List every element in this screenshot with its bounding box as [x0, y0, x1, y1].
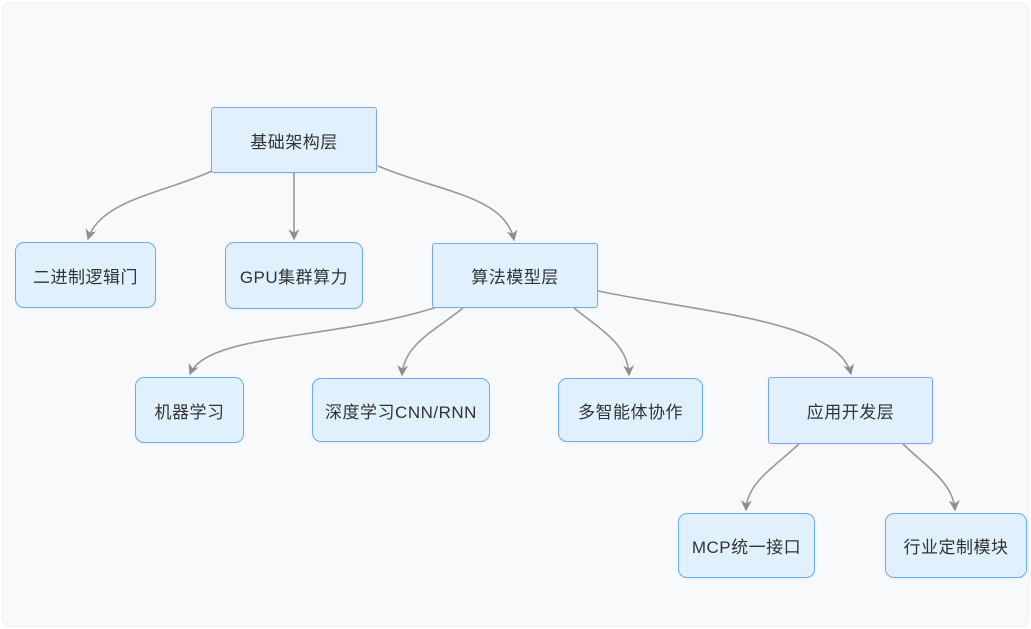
node-label: GPU集群算力	[239, 268, 349, 287]
node-foundation-architecture-layer[interactable]: 基础架构层	[211, 107, 377, 173]
edge-algorithm-model-to-machine-learning	[188, 306, 438, 376]
node-label: 二进制逻辑门	[33, 267, 138, 287]
node-deep-learning-cnn-rnn[interactable]: 深度学习CNN/RNN	[312, 378, 490, 442]
node-multi-agent-collaboration[interactable]: 多智能体协作	[558, 378, 703, 442]
edge-algorithm-model-to-deep-learning	[397, 307, 464, 377]
edge-root-to-algorithm-model	[377, 165, 518, 242]
edge-app-dev-to-industry-module	[902, 443, 960, 512]
node-label: 基础架构层	[250, 132, 338, 152]
node-industry-custom-module[interactable]: 行业定制模块	[885, 513, 1027, 578]
node-label: MCP统一接口	[691, 538, 802, 557]
node-application-development-layer[interactable]: 应用开发层	[768, 377, 933, 444]
node-mcp-unified-interface[interactable]: MCP统一接口	[678, 513, 815, 578]
node-label: 算法模型层	[471, 268, 559, 287]
node-label: 多智能体协作	[578, 402, 683, 422]
node-binary-logic-gate[interactable]: 二进制逻辑门	[15, 242, 156, 308]
node-gpu-cluster-compute[interactable]: GPU集群算力	[225, 242, 363, 309]
node-machine-learning[interactable]: 机器学习	[135, 377, 244, 443]
edge-algorithm-model-to-app-dev	[597, 290, 855, 376]
node-label: 应用开发层	[806, 403, 895, 422]
edge-app-dev-to-mcp-interface	[740, 443, 800, 512]
edge-algorithm-model-to-multi-agent	[573, 307, 635, 377]
edge-root-to-binary-logic-gate	[85, 170, 213, 241]
node-label: 机器学习	[154, 402, 225, 422]
node-label: 行业定制模块	[903, 538, 1009, 557]
node-algorithm-model-layer[interactable]: 算法模型层	[432, 243, 598, 308]
node-label: 深度学习CNN/RNN	[325, 402, 477, 422]
